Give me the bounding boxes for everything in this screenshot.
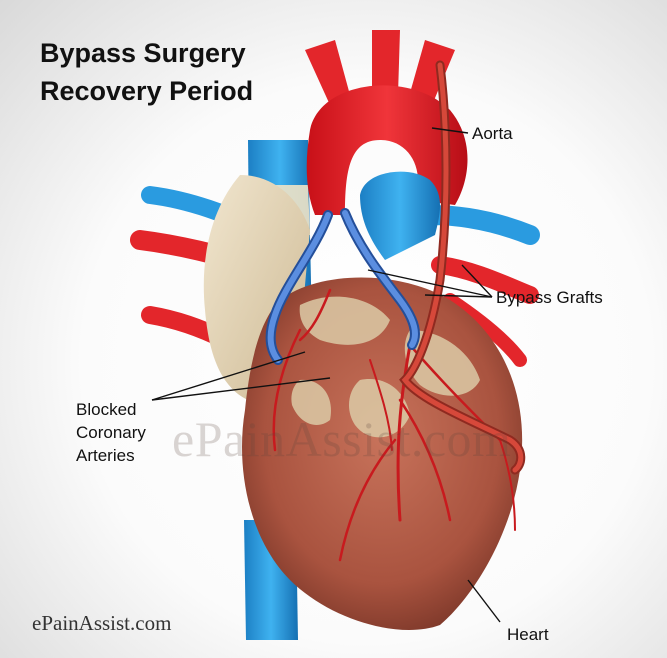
title-line-2: Recovery Period (40, 72, 253, 110)
heart-leader (468, 580, 500, 622)
blocked-label-line-1: Blocked (76, 398, 146, 421)
blocked-label-line-2: Coronary (76, 421, 146, 444)
blocked-label-line-3: Arteries (76, 444, 146, 467)
site-credit: ePainAssist.com (32, 611, 171, 636)
heart-label: Heart (507, 623, 549, 646)
pulmonary-trunk (360, 172, 440, 260)
blocked-coronary-arteries-label: Blocked Coronary Arteries (76, 398, 146, 467)
title-line-1: Bypass Surgery (40, 34, 253, 72)
aorta-label: Aorta (472, 122, 513, 145)
diagram-title: Bypass Surgery Recovery Period (40, 34, 253, 110)
bypass-grafts-label: Bypass Grafts (496, 286, 603, 309)
watermark-text: ePainAssist.com (172, 410, 511, 468)
